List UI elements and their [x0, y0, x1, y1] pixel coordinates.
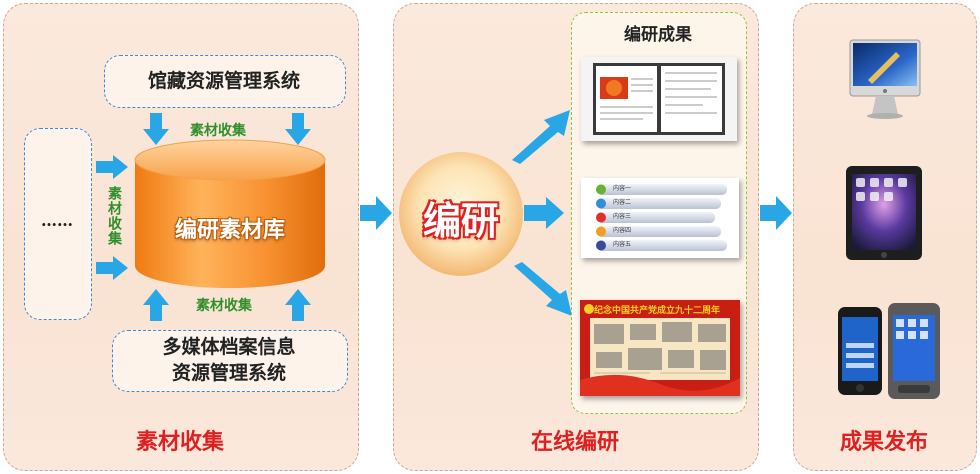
collect-label-top: 素材收集 — [190, 123, 246, 139]
result-poster-thumbnail[interactable]: 纪念中国共产党成立九十二周年 — [580, 300, 740, 396]
result-document-thumbnail[interactable] — [581, 57, 737, 141]
result-list-item-1: 内容一 — [613, 185, 632, 192]
result-list-item-4: 内容四 — [613, 227, 632, 234]
collection-archive-system-label: 馆藏资源管理系统 — [147, 70, 300, 92]
material-database-label: 编研素材库 — [174, 217, 285, 243]
collect-arrow-left-lower — [96, 256, 128, 280]
publish-panel-title: 成果发布 — [839, 430, 928, 455]
editing-arrow-up — [512, 110, 570, 164]
result-list-item-2: 内容二 — [613, 199, 632, 206]
editing-arrow-down — [514, 262, 572, 316]
desktop-computer-icon — [849, 39, 921, 119]
collection-panel-title: 素材收集 — [135, 430, 224, 455]
flow-arrow-collection-to-editing — [360, 196, 392, 230]
collect-arrow-left-upper — [96, 155, 128, 179]
result-list-thumbnail[interactable]: 内容一 内容二 内容三 内容四 内容五 — [581, 178, 739, 258]
collect-label-bottom: 素材收集 — [196, 298, 252, 314]
collect-arrow-bottom-left — [143, 289, 169, 321]
collect-label-left: 素材收集 — [106, 186, 122, 246]
result-list-item-3: 内容三 — [613, 213, 632, 220]
multimedia-system-label-line2: 资源管理系统 — [171, 362, 286, 384]
editing-center-circle — [399, 152, 523, 276]
result-poster-title: 纪念中国共产党成立九十二周年 — [594, 306, 721, 316]
editing-panel-title: 在线编研 — [530, 430, 619, 455]
editing-arrow-middle — [524, 197, 564, 229]
tablet-device-icon — [846, 166, 922, 260]
editing-center-label: 编研 — [422, 198, 499, 243]
smartphones-icon — [838, 303, 940, 399]
collection-archive-system-box — [104, 55, 346, 108]
flow-arrow-editing-to-publish — [760, 196, 792, 230]
material-database-cylinder — [134, 139, 326, 288]
multimedia-system-box — [112, 330, 348, 392]
collect-arrow-top-right — [285, 113, 311, 145]
result-list-item-5: 内容五 — [613, 241, 632, 248]
multimedia-system-label-line1: 多媒体档案信息 — [162, 336, 296, 358]
results-title: 编研成果 — [624, 25, 692, 45]
other-sources-box — [24, 128, 92, 320]
other-sources-ellipsis: …… — [41, 211, 73, 230]
collect-arrow-bottom-right — [285, 289, 311, 321]
collect-arrow-top-left — [143, 113, 169, 145]
